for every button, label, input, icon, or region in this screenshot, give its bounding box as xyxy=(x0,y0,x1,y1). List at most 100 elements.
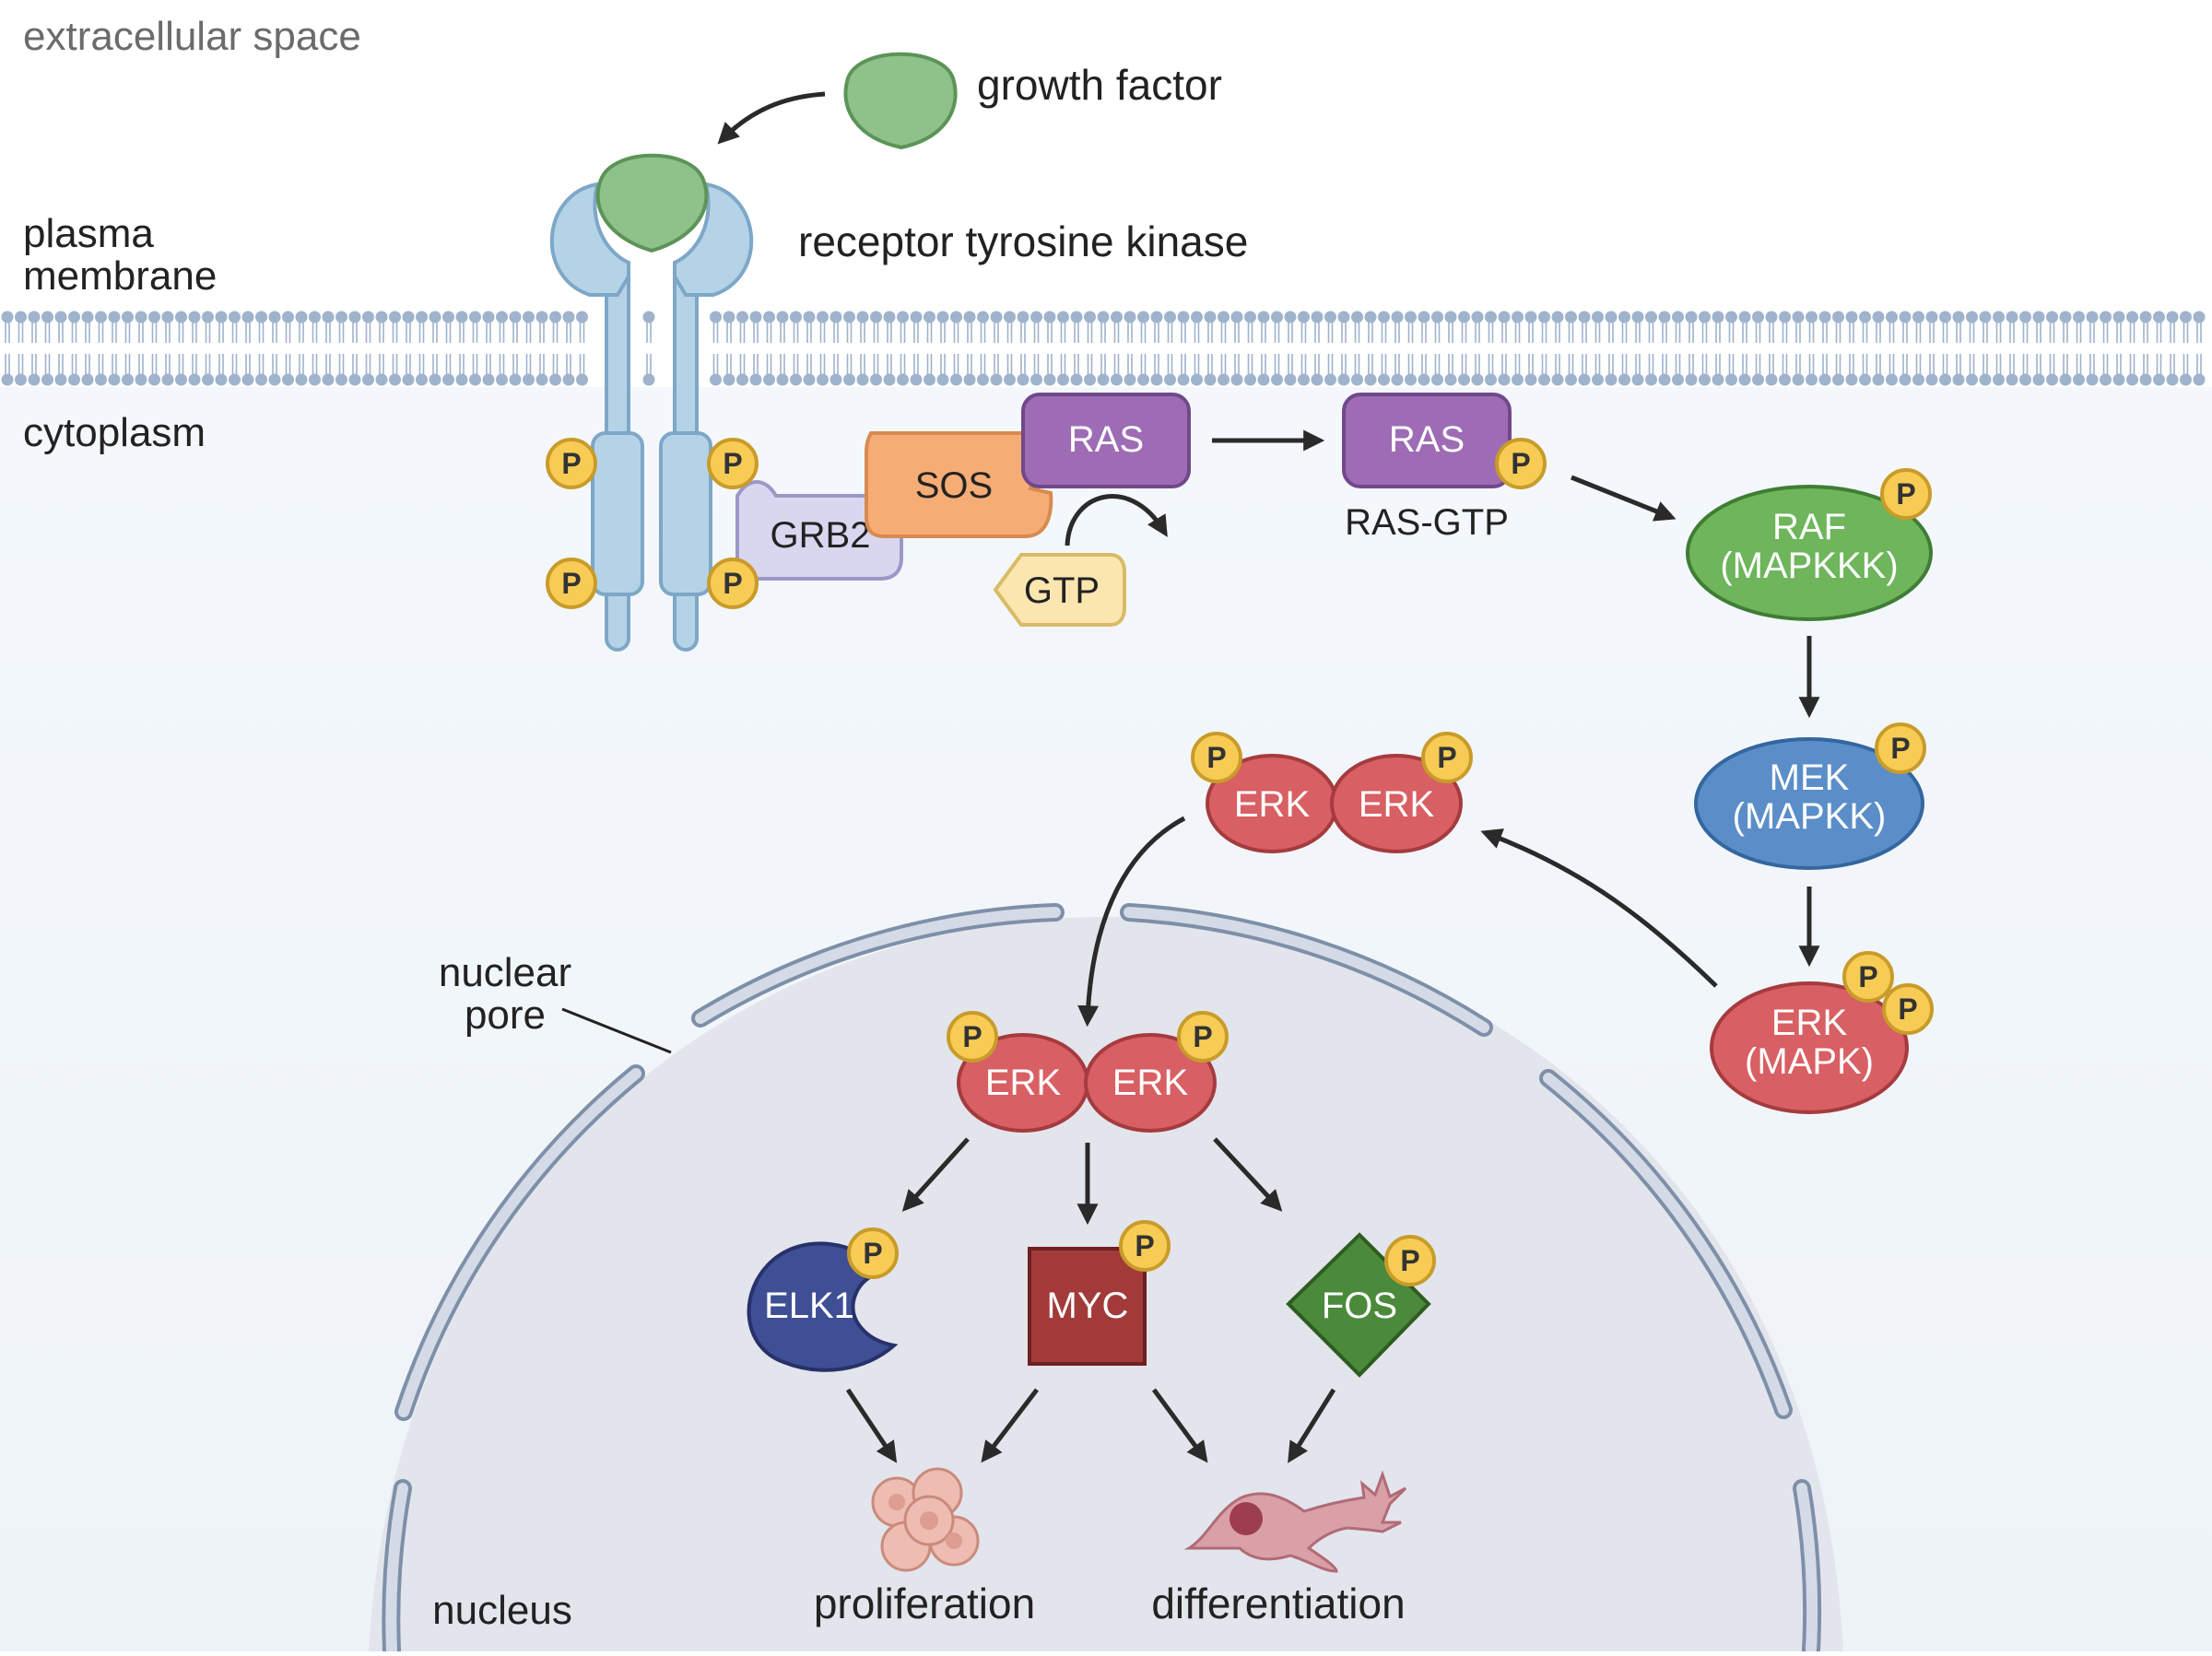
lipid-tail xyxy=(1448,323,1453,343)
ras-active-label: RAS xyxy=(1389,419,1465,460)
lipid-head xyxy=(1418,311,1430,323)
lipid-tail xyxy=(486,354,491,374)
lipid-head xyxy=(68,311,80,323)
lipid-head xyxy=(642,311,655,323)
lipid-head xyxy=(883,373,896,386)
lipid-head xyxy=(135,373,147,386)
receptor-tyrosine-kinase xyxy=(549,182,754,652)
lipid-tail xyxy=(887,323,892,343)
lipid-head xyxy=(389,373,401,386)
lipid-head xyxy=(1084,373,1096,386)
phosphate-icon xyxy=(1177,1011,1229,1063)
lipid-tail xyxy=(151,354,158,374)
phosphate-label: P xyxy=(1890,732,1910,765)
lipid-tail xyxy=(2009,354,2015,374)
lipid-tail xyxy=(205,354,211,374)
lipid-tail xyxy=(1956,354,1961,374)
erk-dimer-cytoplasm: ERK ERK xyxy=(1206,754,1463,853)
lipid-tail xyxy=(1688,323,1694,343)
lipid-head xyxy=(990,373,1003,386)
lipid-head xyxy=(1818,373,1831,386)
lipid-tail xyxy=(1983,354,1988,374)
lipid-head xyxy=(1364,311,1377,323)
lipid-head xyxy=(1070,311,1083,323)
lipid-head xyxy=(1618,373,1630,386)
lipid-head xyxy=(963,311,976,323)
lipid-tail xyxy=(1327,354,1334,374)
lipid-head xyxy=(562,311,575,323)
lipid-head xyxy=(1405,373,1417,386)
lipid-tail xyxy=(726,323,732,343)
lipid-tail xyxy=(98,354,104,374)
lipid-head xyxy=(202,373,214,386)
lipid-tail xyxy=(1407,323,1414,343)
lipid-tail xyxy=(1074,323,1079,343)
lipid-tail xyxy=(579,354,585,374)
lipid-tail xyxy=(1368,354,1373,374)
lipid-head xyxy=(1498,373,1511,386)
lipid-tail xyxy=(2022,323,2029,343)
lipid-head xyxy=(1872,373,1885,386)
lipid-tail xyxy=(1822,354,1828,374)
lipid-head xyxy=(1070,373,1083,386)
lipid-head xyxy=(803,373,816,386)
lipid-head xyxy=(803,311,816,323)
lipid-head xyxy=(2046,373,2058,386)
lipid-tail xyxy=(58,323,64,343)
lipid-tail xyxy=(1247,354,1253,374)
lipid-tail xyxy=(258,354,265,374)
lipid-head xyxy=(348,311,361,323)
lipid-head xyxy=(1551,373,1564,386)
lipid-tail xyxy=(887,354,892,374)
lipid-head xyxy=(215,311,228,323)
lipid-head xyxy=(549,311,561,323)
lipid-head xyxy=(1431,373,1443,386)
lipid-tail xyxy=(1220,354,1227,374)
lipid-head xyxy=(2166,311,2179,323)
lipid-head xyxy=(1605,373,1618,386)
lipid-tail xyxy=(486,323,491,343)
lipid-tail xyxy=(1769,323,1774,343)
lipid-tail xyxy=(2049,323,2055,343)
lipid-head xyxy=(977,373,989,386)
lipid-head xyxy=(81,373,94,386)
lipid-tail xyxy=(1501,323,1507,343)
lipid-head xyxy=(1498,311,1511,323)
lipid-tail xyxy=(2063,323,2068,343)
lipid-tail xyxy=(1608,323,1614,343)
lipid-head xyxy=(776,373,789,386)
myc-to-proliferation-arrow xyxy=(981,1388,1039,1463)
lipid-tail xyxy=(2156,354,2162,374)
lipid-head xyxy=(41,311,53,323)
lipid-head xyxy=(1672,373,1684,386)
lipid-tail xyxy=(1528,323,1534,343)
differentiated-cell-icon xyxy=(1183,1470,1407,1573)
lipid-head xyxy=(2100,311,2112,323)
lipid-tail xyxy=(472,323,478,343)
lipid-head xyxy=(1832,311,1844,323)
lipid-head xyxy=(2019,311,2031,323)
lipid-tail xyxy=(1876,354,1881,374)
lipid-tail xyxy=(406,323,411,343)
lipid-tail xyxy=(85,323,90,343)
phosphate-icon xyxy=(1495,438,1547,489)
lipid-tail xyxy=(1167,323,1173,343)
lipid-tail xyxy=(1594,354,1601,374)
lipid-tail xyxy=(1514,323,1521,343)
lipid-head xyxy=(936,311,949,323)
plasma-membrane xyxy=(1,311,2206,386)
lipid-head xyxy=(1565,311,1577,323)
lipid-tail xyxy=(1942,323,1948,343)
lipid-tail xyxy=(1461,354,1467,374)
lipid-tail xyxy=(766,354,772,374)
erk-mapk-label: ERK(MAPK) xyxy=(1745,1003,1874,1082)
phosphate-icon xyxy=(1842,951,1894,1003)
lipid-tail xyxy=(112,323,117,343)
lipid-tail xyxy=(646,354,652,374)
lipid-tail xyxy=(71,354,77,374)
lipid-head xyxy=(1738,373,1751,386)
lipid-head xyxy=(856,373,869,386)
lipid-head xyxy=(54,373,67,386)
